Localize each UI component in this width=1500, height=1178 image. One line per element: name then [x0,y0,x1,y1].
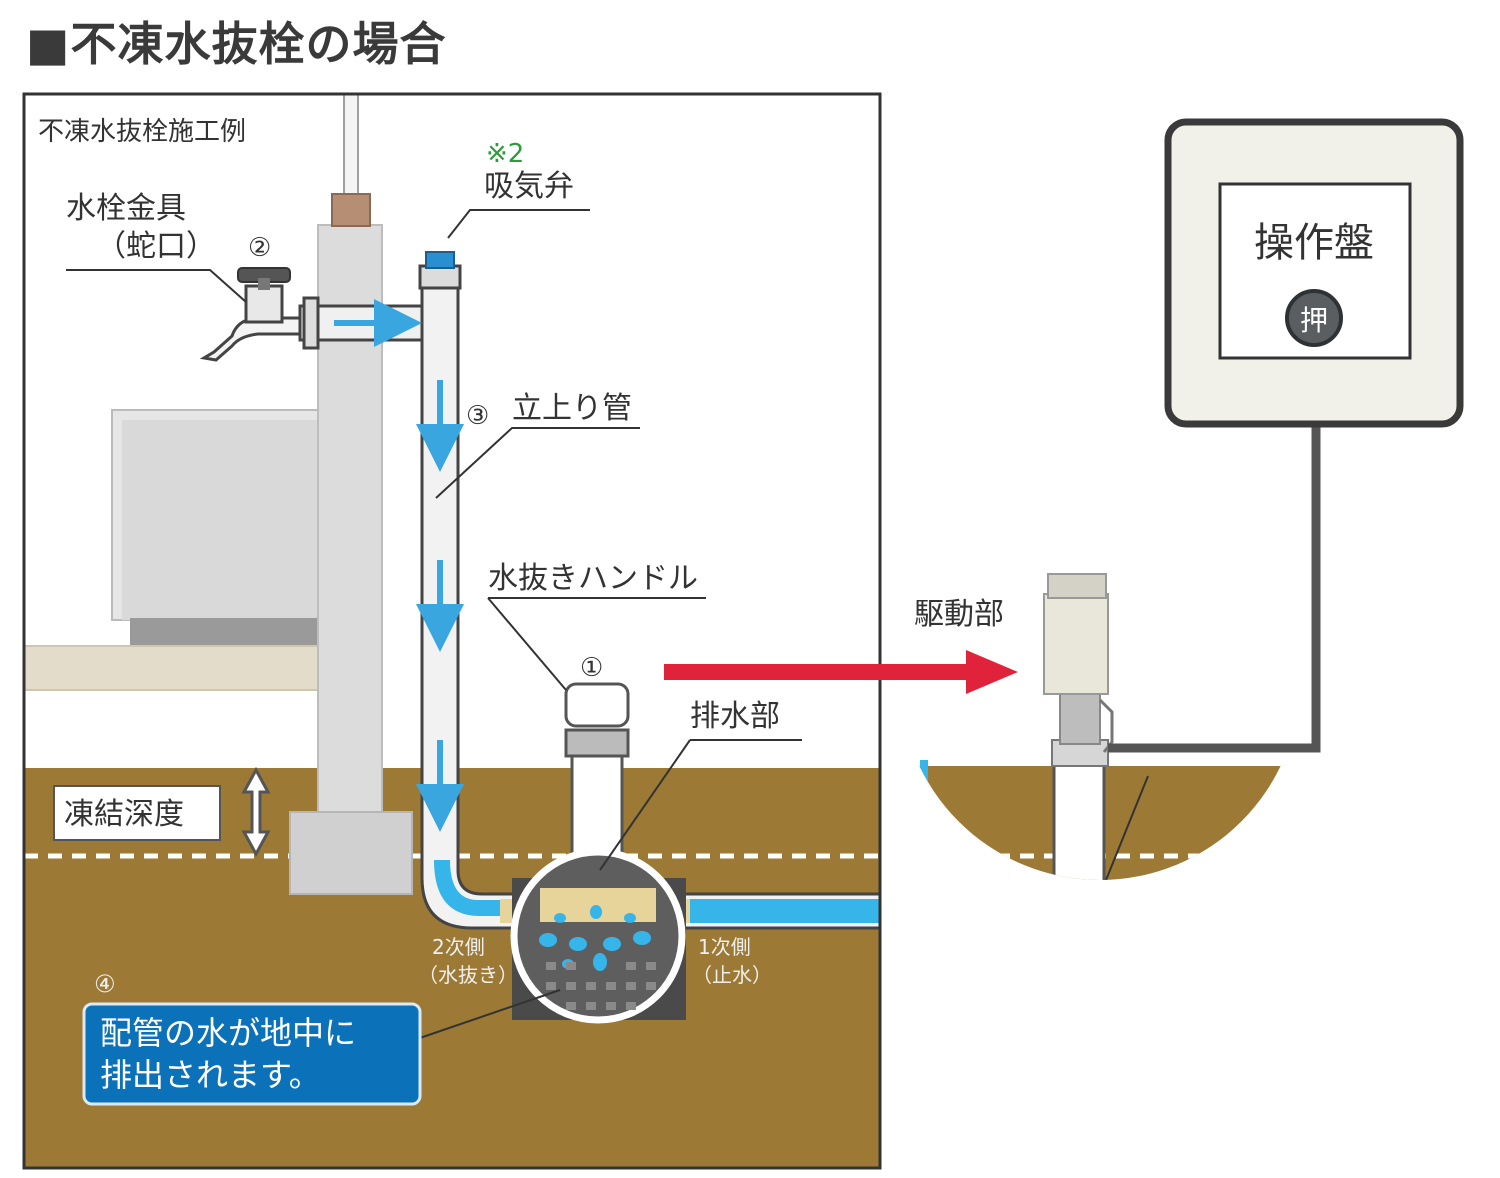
drive-cap [1047,573,1107,599]
control-cable [1108,330,1321,753]
detail-leader [1105,775,1149,880]
detail-water [920,760,928,790]
upper-pipe [343,94,359,200]
post-footing [289,811,413,895]
drain-part-label: 排水部 [690,699,780,734]
red-arrow [664,650,1018,694]
water-bend [434,860,512,916]
left-panel-frame [22,92,882,1170]
air-valve-label: 吸気弁 [484,169,574,204]
detail-stem [1052,758,1106,880]
riser-pipe [420,282,880,930]
riser-pipe-label: 立上り管 [512,391,632,426]
panel-title: 不凍水抜栓施工例 [38,117,246,147]
left-panel: 不凍水抜栓施工例 ※2 吸気弁 水栓金具 （蛇口） ② ③ 立上り管 水抜きハン… [24,94,880,1168]
callout-line-2: 排出されます。 [100,1056,321,1094]
marker-4: ④ [94,970,116,998]
control-panel: 操作盤 [1164,118,1464,428]
cabinet-face [122,420,322,620]
drain-handle-knob [564,682,630,728]
push-button-label: 押 [1300,304,1328,337]
marker-3: ③ [466,401,489,431]
control-panel-label: 操作盤 [1254,220,1374,266]
freeze-depth-box [53,785,221,841]
callout-box [82,1002,422,1106]
primary-side-1: 1次側 [698,935,751,959]
primary-side-2: （止水） [692,963,772,987]
drain-magnifier [510,848,686,1024]
callout-line-1: 配管の水が地中に [100,1014,356,1052]
drive-neck [1059,689,1101,745]
drain-grid [546,962,656,1010]
faucet-label-2: （蛇口） [96,229,216,264]
air-valve-body [418,264,462,290]
drive-unit-label: 駆動部 [914,597,1004,632]
push-button[interactable]: 押 [1285,289,1343,347]
faucet [199,267,302,362]
drain-handle-label: 水抜きハンドル [488,561,698,596]
freeze-depth-label: 凍結深度 [64,797,184,832]
valve-coupling [564,728,630,758]
leader-lines [66,209,802,1041]
drive-body [1043,593,1109,695]
faucet-label-1: 水栓金具 [66,191,186,226]
marker-2: ② [248,233,271,263]
pipe-flange [302,296,320,350]
cabinet-base [130,618,320,648]
pipe-cap [331,193,371,227]
freeze-depth-arrow [241,766,271,858]
note-mark: ※2 [486,139,524,169]
water-primary [684,899,880,923]
marker-1: ① [580,653,603,683]
secondary-side-2: （水抜き） [418,963,518,987]
secondary-side-1: 2次側 [432,935,485,959]
air-valve-cap [425,251,455,269]
page-heading: ■不凍水抜栓の場合 [26,17,447,71]
